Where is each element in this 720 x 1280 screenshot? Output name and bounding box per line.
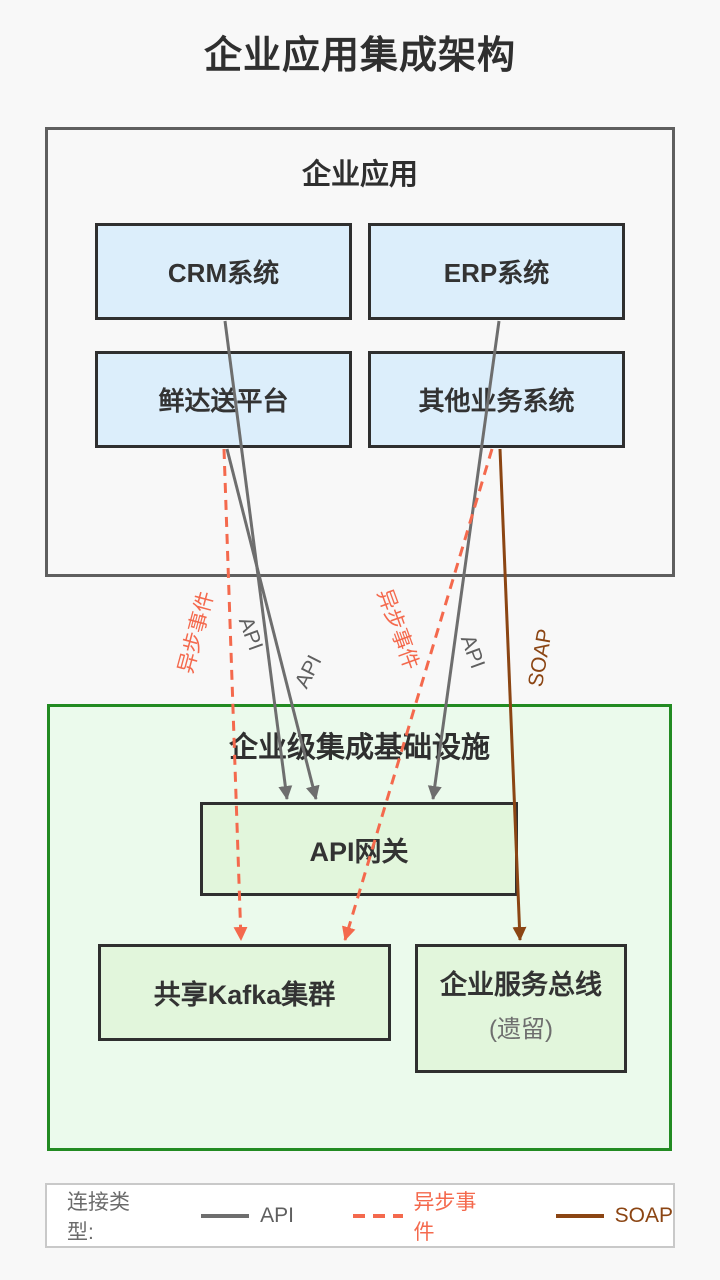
node-esb-label: 企业服务总线 bbox=[440, 970, 602, 1000]
page-title: 企业应用集成架构 bbox=[203, 35, 516, 77]
node-esb-legacy-note: (遗留) bbox=[489, 1016, 553, 1043]
edge-label-api-xiandasong: API bbox=[290, 651, 327, 693]
node-api-gateway-label: API网关 bbox=[309, 836, 409, 867]
edge-label-soap: SOAP bbox=[524, 627, 557, 689]
infra-container: 企业级集成基础设施 bbox=[47, 704, 672, 1151]
edge-label-api-crm: API bbox=[233, 613, 268, 654]
legend-item-soap: SOAP bbox=[555, 1204, 673, 1228]
legend-async-label: 异步事件 bbox=[413, 1190, 477, 1244]
legend-async-dashed-line-icon bbox=[352, 1213, 404, 1218]
legend-api-label: API bbox=[260, 1203, 294, 1227]
legend-soap-label: SOAP bbox=[614, 1203, 673, 1227]
node-other-label: 其他业务系统 bbox=[418, 386, 575, 416]
apps-container-title: 企业应用 bbox=[301, 159, 418, 191]
edge-label-async-right: 异步事件 bbox=[372, 586, 423, 673]
legend-api-line-icon bbox=[201, 1213, 250, 1218]
legend: 连接类型: API 异步事件 SOAP bbox=[45, 1183, 675, 1248]
node-api-gateway: API网关 bbox=[200, 802, 518, 896]
node-other-business-systems: 其他业务系统 bbox=[368, 351, 625, 448]
node-xiandasong-label: 鲜达送平台 bbox=[158, 386, 289, 416]
edge-label-async-left: 异步事件 bbox=[174, 588, 219, 676]
legend-item-api: API bbox=[200, 1204, 294, 1228]
legend-title: 连接类型: bbox=[67, 1190, 130, 1244]
infra-container-title: 企业级集成基础设施 bbox=[228, 732, 490, 764]
node-xiandasong-platform: 鲜达送平台 bbox=[95, 351, 352, 448]
node-kafka-label: 共享Kafka集群 bbox=[153, 980, 336, 1010]
edge-label-api-erp: API bbox=[455, 631, 490, 672]
node-erp-system: ERP系统 bbox=[368, 223, 625, 320]
node-shared-kafka-cluster: 共享Kafka集群 bbox=[98, 944, 391, 1041]
legend-soap-line-icon bbox=[555, 1213, 604, 1218]
node-crm-label: CRM系统 bbox=[167, 258, 280, 288]
node-enterprise-service-bus: 企业服务总线 (遗留) bbox=[415, 944, 627, 1073]
node-erp-label: ERP系统 bbox=[443, 258, 550, 288]
legend-item-async-event: 异步事件 bbox=[352, 1186, 497, 1246]
node-crm-system: CRM系统 bbox=[95, 223, 352, 320]
